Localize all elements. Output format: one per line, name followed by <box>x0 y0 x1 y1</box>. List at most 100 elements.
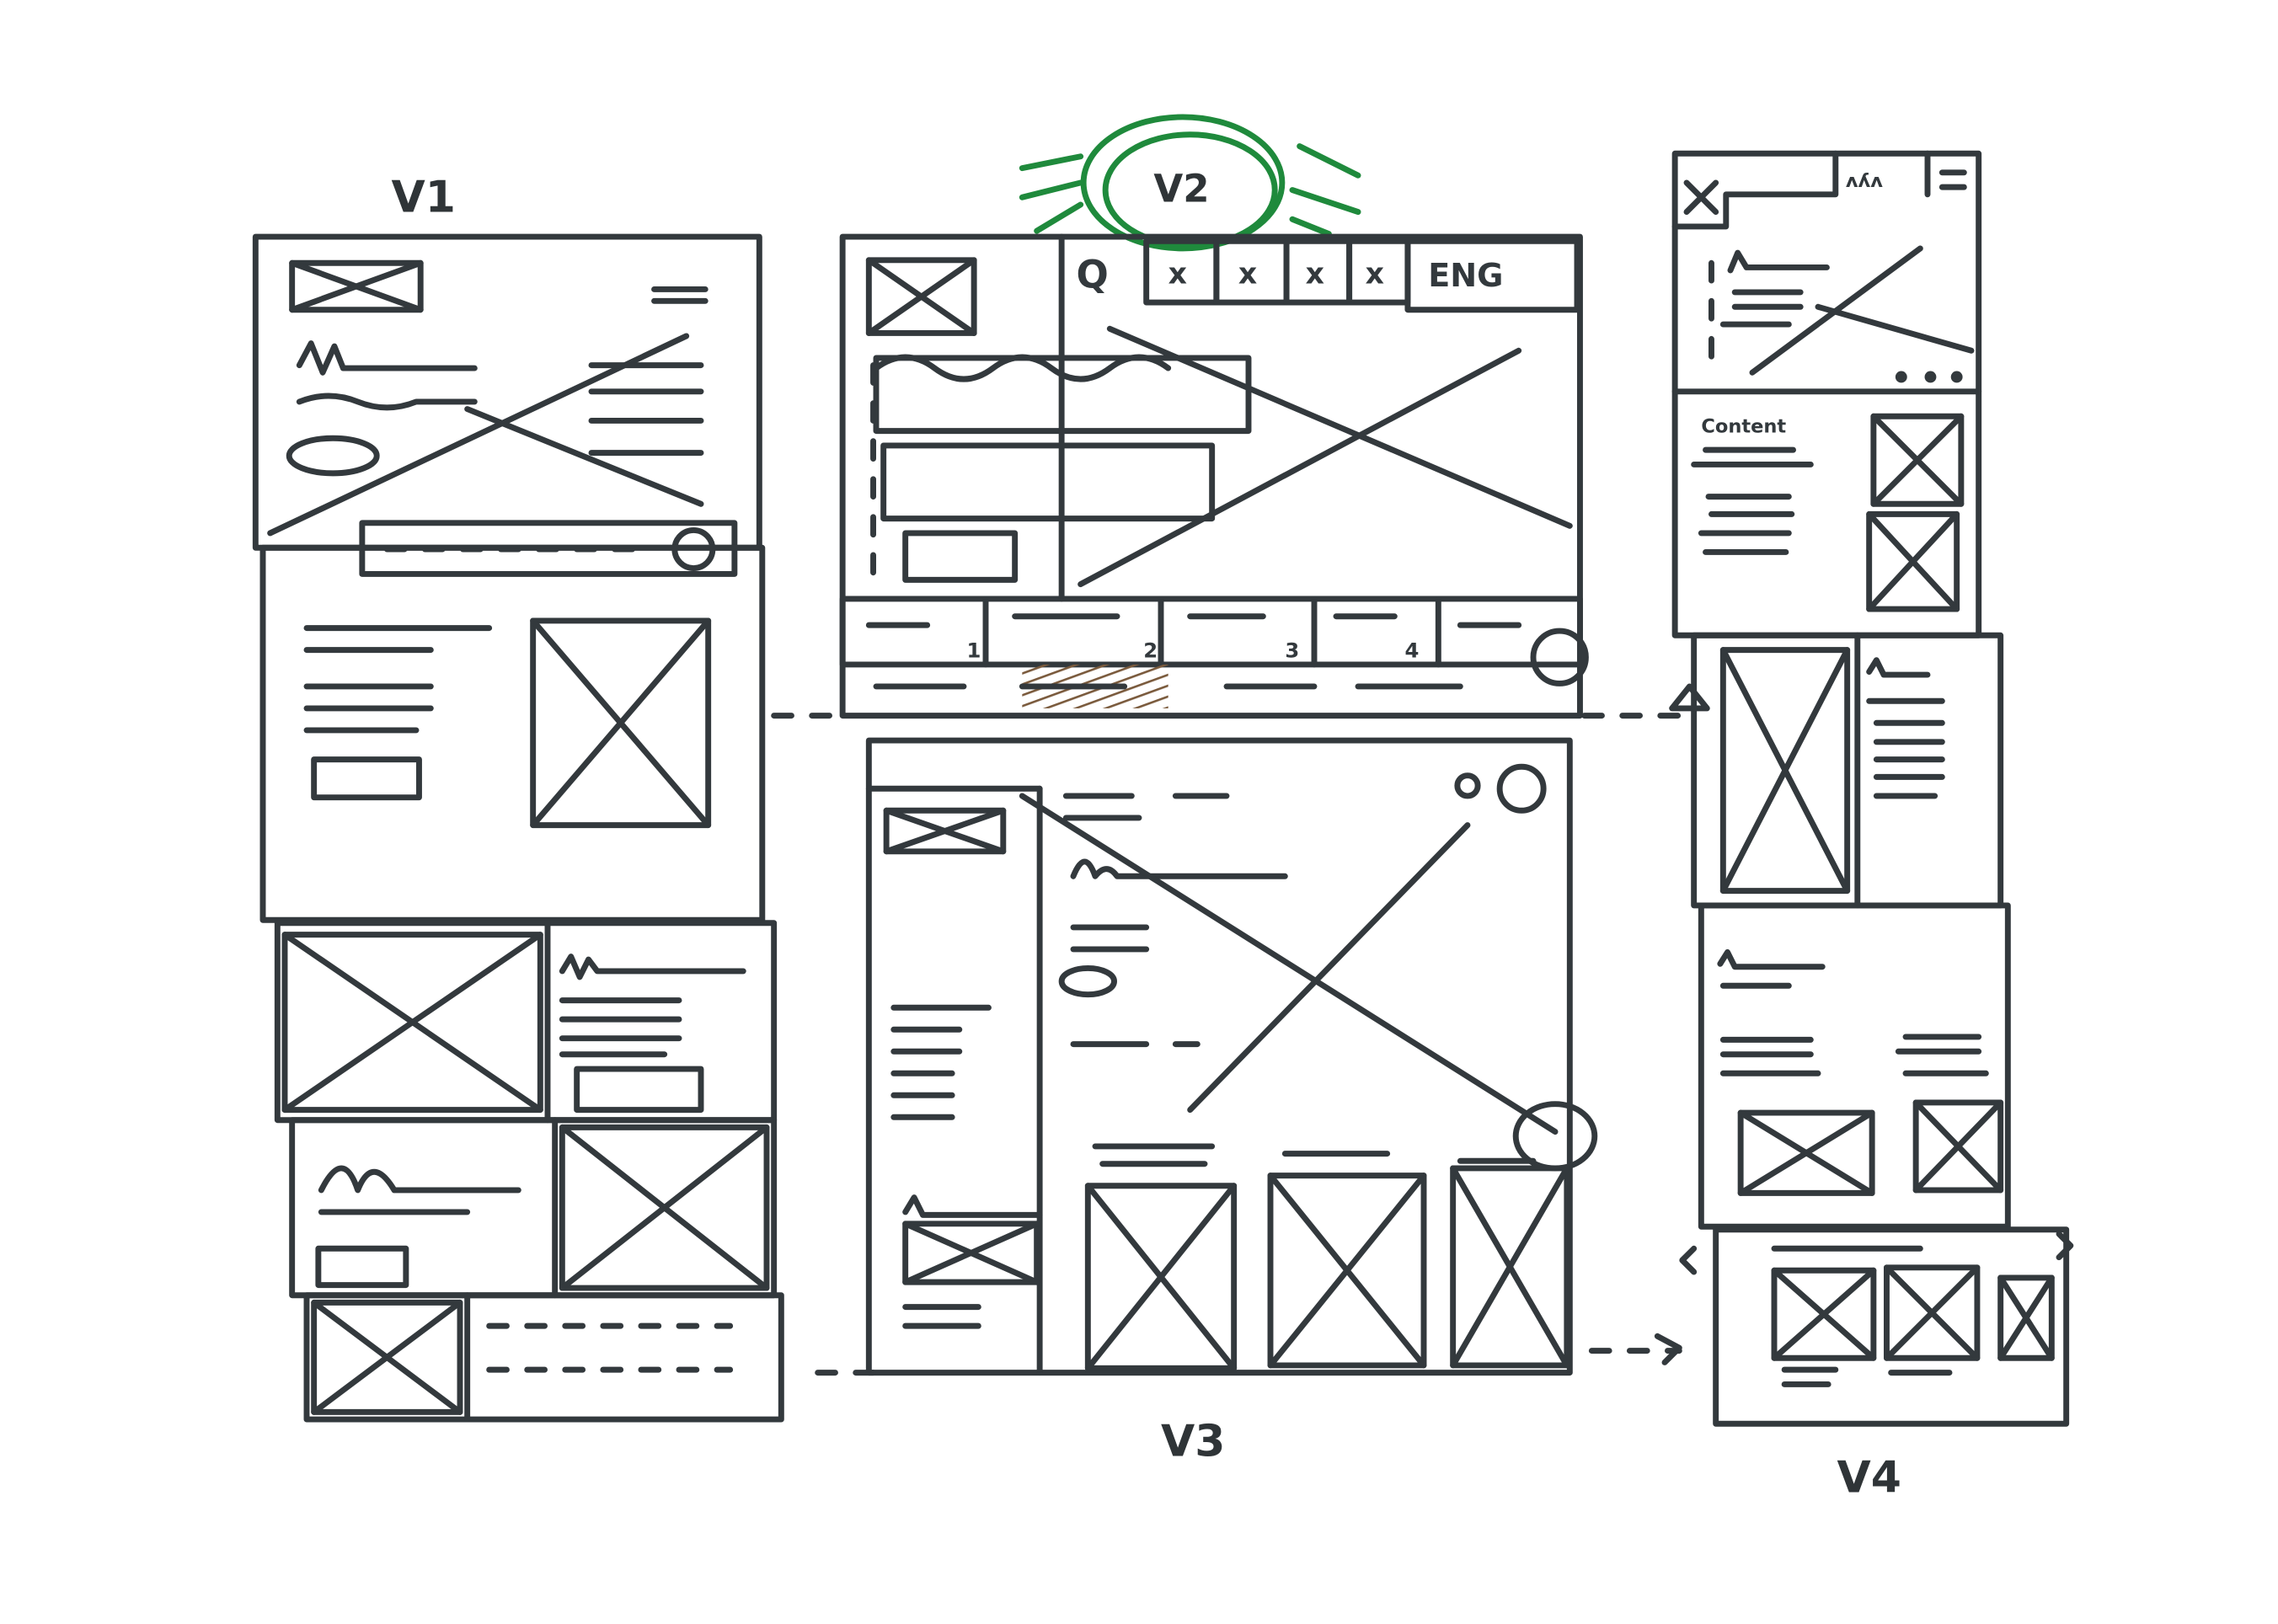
v1-hero-button[interactable] <box>286 435 380 477</box>
v1-hero-menu-lines <box>588 286 709 457</box>
v2-search-icon[interactable]: Q <box>1076 253 1108 297</box>
placeholder-frame <box>1771 1267 1877 1361</box>
v4-section-4-text <box>1771 1245 1953 1387</box>
v4-carousel-arrows[interactable] <box>1679 1231 2074 1275</box>
v3-hero-text <box>1062 793 1288 1048</box>
placeholder-frame <box>1870 413 1965 507</box>
v1-footer-links[interactable] <box>486 1322 734 1373</box>
v4-card-image-2 <box>1884 1264 1981 1361</box>
v1-grid-text-1 <box>559 954 746 1058</box>
placeholder-frame <box>530 617 712 829</box>
placeholder-cross <box>1997 1274 2055 1361</box>
v2-frame <box>839 233 1583 719</box>
v4-section-2-text <box>1866 657 1945 799</box>
v2-header-tabs: x x x x ENG <box>1143 238 1580 313</box>
v1-grid-row-2 <box>289 1117 778 1299</box>
placeholder-cross <box>1912 1099 2004 1194</box>
v4-section-2-image <box>1719 647 1851 895</box>
placeholder-frame <box>289 259 424 313</box>
v2-step-number: 3 <box>1285 638 1299 662</box>
v3-hero-image-diagonal <box>1019 793 1559 1135</box>
placeholder-frame <box>559 1124 770 1291</box>
placeholder-frame <box>1084 1183 1238 1371</box>
v4-label: V4 <box>1837 1453 1901 1504</box>
v2-steps: 1 2 3 4 <box>865 596 1522 668</box>
v2-steps-row <box>839 596 1583 668</box>
v1-hero-image-diagonal <box>267 333 690 537</box>
placeholder-cross <box>1884 1264 1981 1361</box>
v1-logo-placeholder <box>289 259 424 313</box>
v3-search-icon[interactable] <box>1454 772 1481 799</box>
v4-top-bar <box>1671 150 1967 230</box>
v3-card-titles <box>1092 1143 1537 1167</box>
v3-sidebar-card-image <box>902 1221 1040 1285</box>
v3-hero-button[interactable] <box>1058 965 1118 998</box>
v4-hero-text <box>1719 249 1830 328</box>
v1-grid-button-1[interactable] <box>574 1066 704 1114</box>
v4-section-3-image-1 <box>1737 1109 1875 1196</box>
v1-frame <box>252 233 784 1423</box>
v4-section-heading: Content <box>1701 415 1786 437</box>
v2-sidebar-item[interactable] <box>880 442 1216 522</box>
v2-language-label: ENG <box>1428 257 1503 294</box>
placeholder-frame <box>865 257 977 336</box>
placeholder-frame <box>1884 1264 1981 1361</box>
v2-step-number: 2 <box>1143 638 1158 662</box>
v4-hero-image-diagonal <box>1815 303 1975 354</box>
v4-section-3-text <box>1717 948 1989 1076</box>
v2-language-button[interactable] <box>1404 238 1580 313</box>
connector-marker-icon <box>1654 1333 1682 1365</box>
v1-grid-button-2[interactable] <box>315 1245 409 1289</box>
v1-feature-button[interactable] <box>311 756 422 801</box>
placeholder-cross <box>289 259 424 313</box>
placeholder-cross <box>902 1221 1040 1285</box>
v4-card-image-1 <box>1771 1267 1877 1361</box>
variant-v1: V1 <box>252 173 784 1423</box>
placeholder-cross <box>1719 647 1851 895</box>
placeholder-frame <box>1267 1173 1427 1369</box>
placeholder-cross <box>1267 1173 1427 1369</box>
v2-next-arrow-icon[interactable] <box>1530 628 1589 686</box>
placeholder-cross <box>1084 1183 1238 1371</box>
v2-sidebar-item-active[interactable] <box>873 355 1252 435</box>
v3-sidebar-nav-lines[interactable] <box>890 1004 992 1120</box>
v4-carousel-dots[interactable] <box>1895 371 1963 383</box>
connector-marker-icon <box>1669 683 1710 712</box>
v2-sidebar-button[interactable] <box>902 530 1019 583</box>
v1-footer <box>303 1292 784 1423</box>
placeholder-frame <box>311 1299 463 1415</box>
variant-v4: ʌʎʌ Content V4 <box>1671 150 2074 1504</box>
v3-card-image-2 <box>1267 1173 1427 1369</box>
v4-logo-mark: ʌʎʌ <box>1846 170 1883 192</box>
v1-grid-image-2 <box>559 1124 770 1291</box>
placeholder-cross <box>1866 510 1960 612</box>
v1-label: V1 <box>392 173 456 223</box>
v2-highlight-circle <box>1019 114 1361 252</box>
image-placeholders <box>281 257 2055 1415</box>
flow-connectors <box>771 683 1710 1376</box>
placeholder-cross <box>1771 1267 1877 1361</box>
v2-step-number: 1 <box>966 638 981 662</box>
v3-hero-image-diagonal <box>1187 822 1471 1114</box>
placeholder-cross <box>530 617 712 829</box>
placeholder-frame <box>1912 1099 2004 1194</box>
placeholder-frame <box>902 1221 1040 1285</box>
v4-close-icon[interactable] <box>1683 179 1719 216</box>
v4-card-image-3 <box>1997 1274 2055 1361</box>
v2-step-number: 4 <box>1404 638 1419 662</box>
v2-tab-label: x <box>1238 258 1257 291</box>
v2-hero-image-diagonal <box>1078 347 1522 588</box>
v3-card-image-3 <box>1450 1165 1570 1369</box>
v3-close-icon[interactable] <box>1496 763 1547 814</box>
v3-logo-placeholder <box>883 807 1007 855</box>
v4-section-4 <box>1713 1226 2070 1427</box>
v2-tab-label: x <box>1168 258 1187 291</box>
v4-section-3 <box>1698 902 2011 1230</box>
placeholder-cross <box>311 1299 463 1415</box>
v4-content-image-1 <box>1870 413 1965 507</box>
placeholder-frame <box>883 807 1007 855</box>
placeholder-frame <box>1719 647 1851 895</box>
v1-hero-headline <box>296 340 478 411</box>
variant-v2: V2 Q x x x x ENG 1 <box>839 114 1589 719</box>
